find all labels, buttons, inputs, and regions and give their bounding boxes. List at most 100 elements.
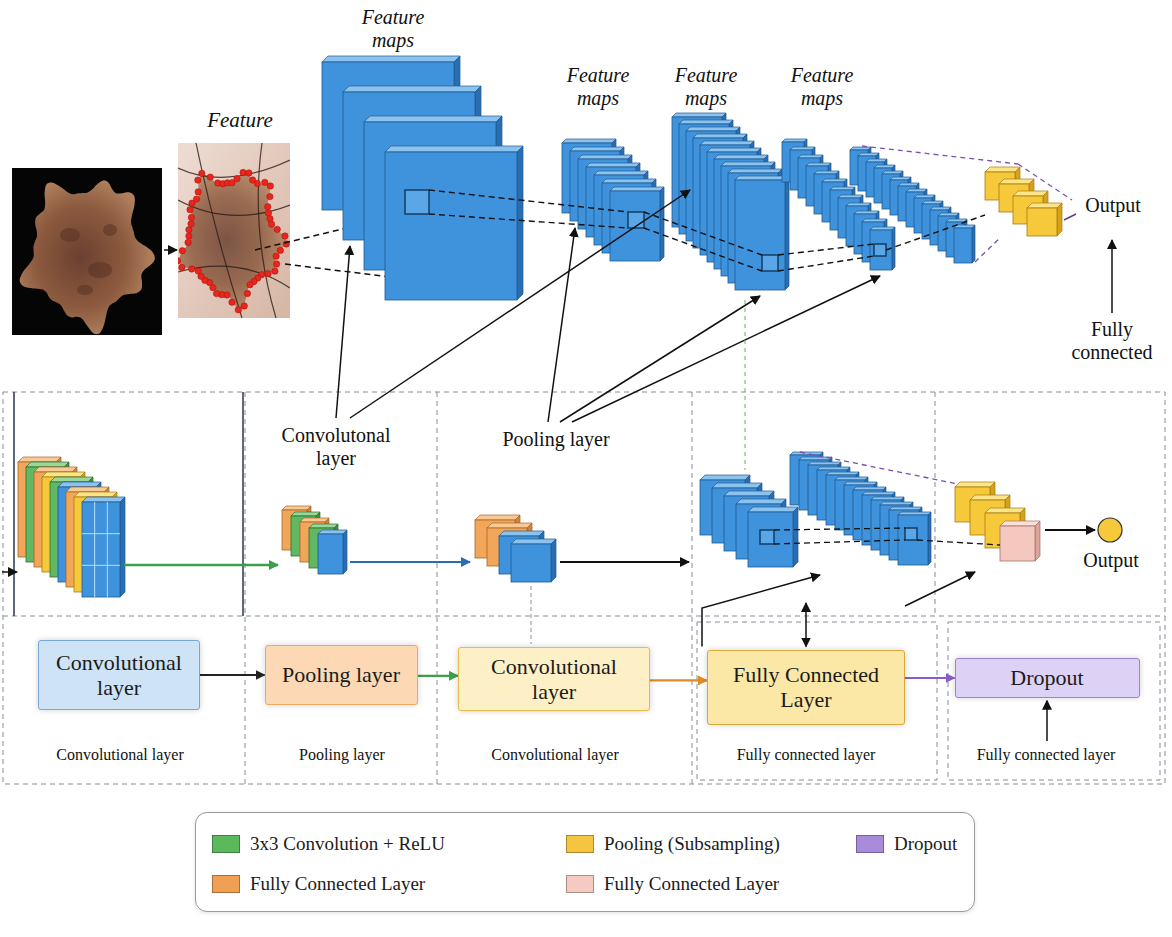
projection-line xyxy=(886,215,985,250)
projection-line xyxy=(745,300,746,470)
leader-arrow xyxy=(560,296,760,422)
slab-top xyxy=(808,462,841,465)
label-text: Output xyxy=(1076,549,1146,572)
legend-swatch xyxy=(212,835,240,853)
slab-top xyxy=(318,530,347,534)
slab-top xyxy=(610,187,664,191)
slab-top xyxy=(806,163,831,166)
slab-top xyxy=(385,146,523,152)
slab-side xyxy=(972,225,975,263)
panel-divider xyxy=(437,392,438,784)
slab-top xyxy=(748,507,798,512)
slab-top xyxy=(814,171,839,174)
feature-point xyxy=(188,214,194,220)
slab-top xyxy=(938,213,959,216)
grid-line xyxy=(94,502,95,597)
slab-top xyxy=(74,492,117,497)
panel-frame xyxy=(3,392,1165,784)
callout-arrow xyxy=(1046,701,1048,741)
legend-entry: Dropout xyxy=(856,833,957,855)
feature-point xyxy=(229,299,235,305)
label-text: Convolutonal layer xyxy=(271,424,401,470)
slab-front xyxy=(748,512,793,567)
leader-arrow xyxy=(572,276,880,422)
projection-line xyxy=(429,214,628,228)
flow-arrow xyxy=(418,675,459,677)
slab-top xyxy=(679,120,733,124)
layer-box: Pooling layer xyxy=(265,645,418,705)
legend-text: Fully Connected Layer xyxy=(604,873,779,895)
feature-point xyxy=(265,270,271,276)
slab-top xyxy=(898,512,931,515)
slab-top xyxy=(985,167,1020,172)
feature-point xyxy=(195,189,201,195)
slab-side xyxy=(551,539,556,582)
slab-top xyxy=(693,134,747,138)
layer-label: Pooling layer xyxy=(481,428,631,451)
flow-arrow xyxy=(650,679,707,681)
grid-line xyxy=(82,533,120,534)
panel-edge xyxy=(242,392,244,616)
projection-line xyxy=(778,244,874,255)
feature-point xyxy=(186,233,192,239)
feature-point xyxy=(189,266,195,272)
slab-top xyxy=(18,457,61,462)
feature-map-stack xyxy=(955,482,1040,561)
box-text: Pooling layer xyxy=(282,662,400,687)
callout-arrow xyxy=(1111,240,1113,313)
projection-line xyxy=(644,228,762,271)
slab-side xyxy=(785,176,789,290)
panel-frame xyxy=(697,622,937,780)
hair xyxy=(178,200,290,215)
slab-top xyxy=(586,163,640,167)
projection-line xyxy=(862,146,1018,164)
slab-top xyxy=(930,207,951,210)
slab-top xyxy=(874,165,895,168)
feature-point xyxy=(186,226,192,232)
slab-top xyxy=(790,452,823,455)
slab-top xyxy=(475,515,520,520)
slab-side xyxy=(1035,521,1040,561)
slab-top xyxy=(871,497,904,500)
slab-front xyxy=(954,228,972,263)
grid-line xyxy=(82,565,120,566)
slab-top xyxy=(714,155,768,159)
projection-line xyxy=(975,238,1000,262)
slab-top xyxy=(955,482,995,487)
slab-top xyxy=(866,159,887,162)
slab-top xyxy=(700,475,750,480)
projection-line xyxy=(644,212,762,255)
projection-line xyxy=(778,256,874,271)
slab-top xyxy=(889,507,922,510)
layer-box: Convolutional layer xyxy=(38,640,200,710)
slab-side xyxy=(1057,203,1062,236)
slab-top xyxy=(826,472,859,475)
flow-arrow xyxy=(350,561,470,563)
image-label: Feature xyxy=(190,108,290,132)
feature-point xyxy=(213,290,219,296)
slab-top xyxy=(66,487,109,492)
kernel-window xyxy=(760,530,774,544)
feature-point xyxy=(178,258,181,264)
legend-entry: Fully Connected Layer xyxy=(566,873,779,895)
legend-box: 3x3 Convolution + ReLUPooling (Subsampli… xyxy=(195,812,975,912)
slab-front xyxy=(870,230,892,270)
feature-point xyxy=(267,193,273,199)
kernel-window xyxy=(874,244,886,256)
slab-top xyxy=(853,487,886,490)
leader-arrow xyxy=(548,228,575,422)
flow-arrow xyxy=(905,677,955,679)
slab-top xyxy=(499,531,544,536)
slab-side xyxy=(517,146,523,300)
feature-point xyxy=(267,183,273,189)
hair xyxy=(178,160,290,177)
slab-top xyxy=(82,497,125,502)
feature-map-stack xyxy=(562,139,664,261)
slab-top xyxy=(835,477,868,480)
label-text: Convolutional layer xyxy=(460,746,650,764)
slab-side xyxy=(120,497,125,597)
slab-top xyxy=(838,195,863,198)
feature-map-stack xyxy=(700,475,798,567)
slab-top xyxy=(712,483,762,488)
slab-top xyxy=(50,477,93,482)
